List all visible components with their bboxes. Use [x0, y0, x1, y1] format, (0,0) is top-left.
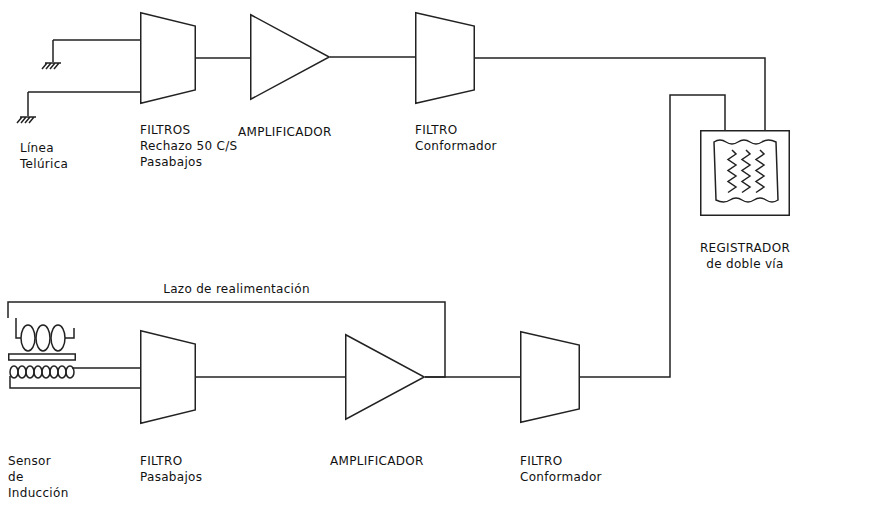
block-label: Pasabajos [140, 469, 250, 485]
signal-wire [196, 376, 345, 378]
filter-block-outline [415, 12, 475, 104]
block-label: Conformador [415, 138, 525, 154]
amplifier-triangle-outline [345, 334, 425, 420]
ground-terminal-outline [18, 36, 63, 124]
node-label: FILTROConformador [520, 453, 630, 485]
node-label: Línea Telúrica [20, 140, 82, 172]
amplifier-triangle: AMPLIFICADOR [250, 14, 330, 100]
amplifier-triangle-outline [250, 14, 330, 100]
induction-sensor: Sensor de Inducción [8, 318, 76, 398]
block-label: FILTRO [520, 453, 630, 469]
filter-block: FILTROSRechazo 50 C/S Pasabajos [140, 12, 196, 104]
amplifier-triangle: AMPLIFICADOR [345, 334, 425, 420]
signal-wire [76, 368, 140, 388]
filter-block-outline [140, 330, 196, 424]
filter-block-outline [520, 331, 580, 423]
signal-wire [63, 40, 140, 92]
block-label: REGISTRADOR de doble vía [692, 240, 798, 272]
block-label: Rechazo 50 C/S Pasabajos [140, 138, 250, 170]
node-label: REGISTRADOR de doble vía [692, 240, 798, 272]
signal-wire [8, 302, 445, 377]
loop-label: Lazo de realimentación [161, 282, 312, 298]
block-label: FILTRO [140, 453, 250, 469]
filter-block: FILTROPasabajos [140, 330, 196, 424]
filter-block: FILTROConformador [415, 12, 475, 104]
signal-wire [196, 57, 250, 59]
node-label: FILTROSRechazo 50 C/S Pasabajos [140, 122, 250, 171]
ground-terminal: Línea Telúrica [18, 36, 63, 124]
block-label: FILTROS [140, 122, 250, 138]
signal-wire [580, 95, 725, 377]
block-label: Sensor de Inducción [8, 453, 70, 502]
node-label: Sensor de Inducción [8, 453, 70, 502]
node-label: FILTROConformador [415, 122, 525, 154]
signal-wire [475, 58, 765, 130]
node-label: AMPLIFICADOR [238, 124, 358, 140]
recorder-box-outline [700, 130, 790, 216]
node-label: AMPLIFICADOR [330, 453, 450, 469]
recorder-box: REGISTRADOR de doble vía [700, 130, 790, 216]
filter-block: FILTROConformador [520, 331, 580, 423]
block-label: AMPLIFICADOR [238, 124, 358, 140]
induction-sensor-outline [8, 318, 76, 398]
block-label: FILTRO [415, 122, 525, 138]
block-label: AMPLIFICADOR [330, 453, 450, 469]
signal-wire [330, 56, 415, 58]
block-label: Línea Telúrica [20, 140, 82, 172]
block-label: Conformador [520, 469, 630, 485]
filter-block-outline [140, 12, 196, 104]
node-label: FILTROPasabajos [140, 453, 250, 485]
